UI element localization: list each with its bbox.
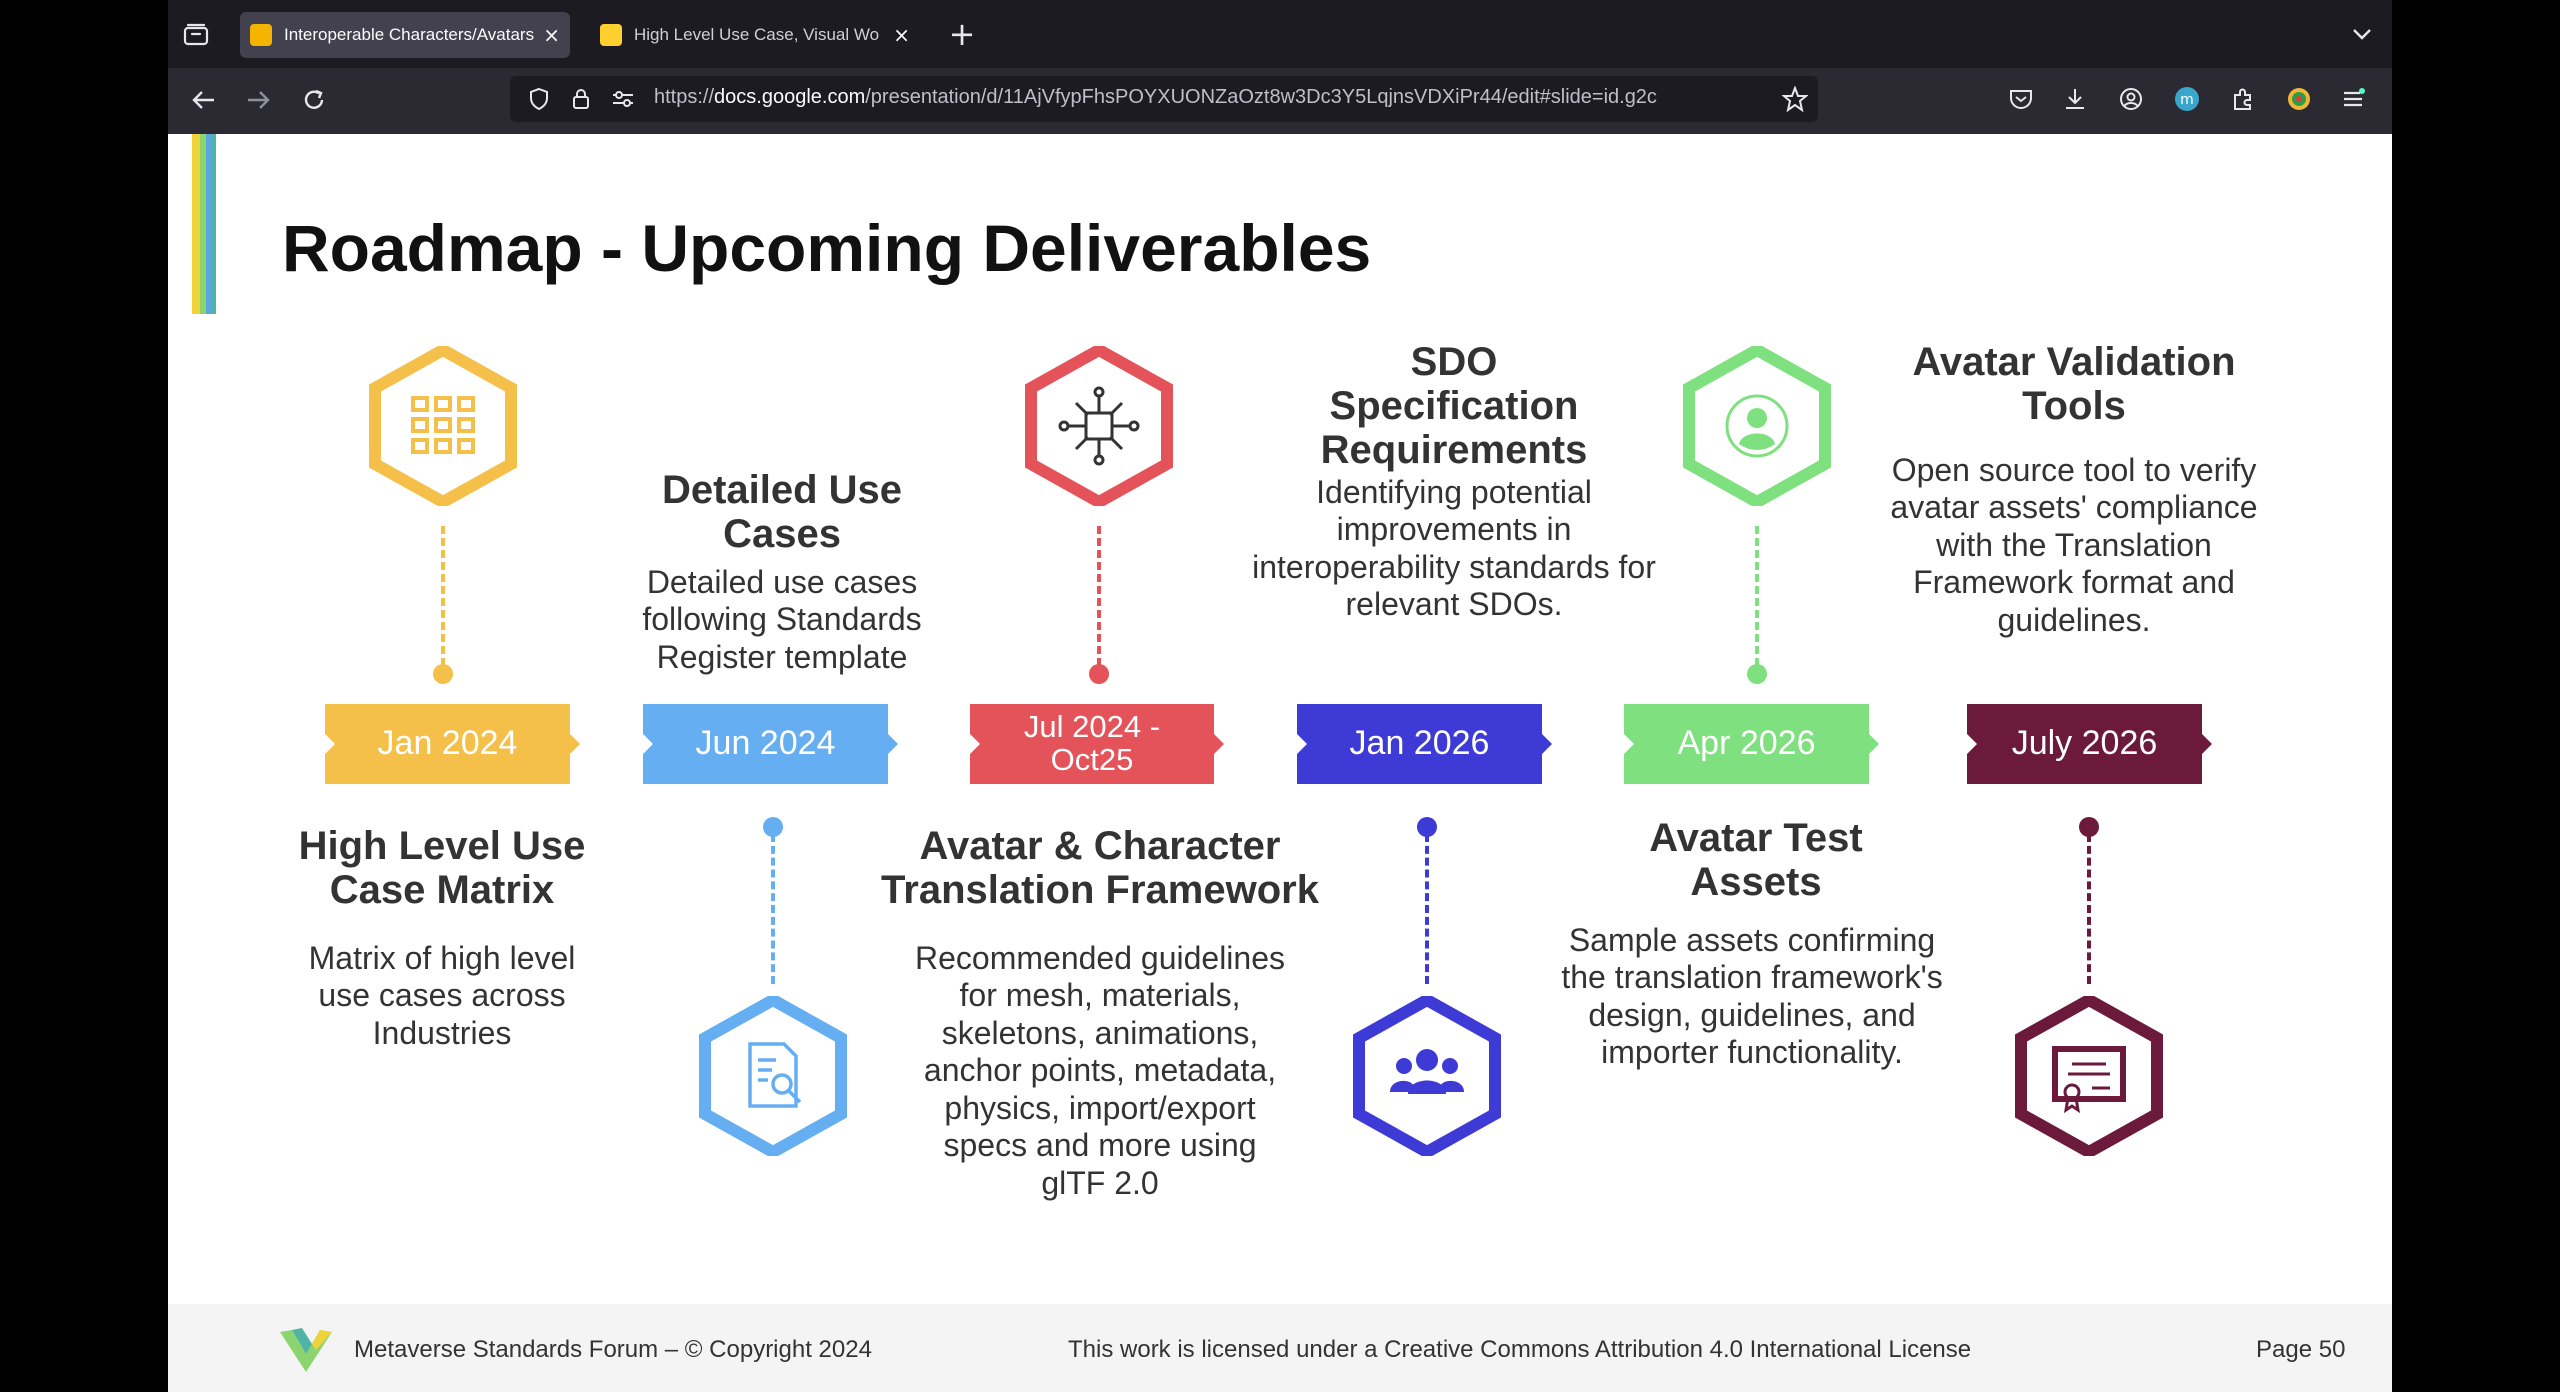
bookmark-star-icon[interactable] xyxy=(1778,82,1812,116)
accent-stripe-teal xyxy=(212,134,216,314)
address-bar[interactable] xyxy=(510,76,1818,122)
milestone-description: Matrix of high level use cases across In… xyxy=(308,940,576,1051)
footer-page-number: Page 50 xyxy=(2256,1336,2346,1363)
accent-stripe-blue xyxy=(206,134,212,314)
milestone-heading: Avatar Test Assets xyxy=(1649,816,1863,904)
group-icon xyxy=(1352,996,1502,1156)
url-prefix: https:// xyxy=(654,86,715,108)
milestone-heading: SDO Specification Requirements xyxy=(1320,340,1588,472)
reload-icon[interactable] xyxy=(296,82,332,118)
shield-icon[interactable] xyxy=(524,84,554,114)
miro-favicon-icon xyxy=(600,24,622,46)
milestone-description: Recommended guidelines for mesh, materia… xyxy=(915,940,1285,1201)
footer-license: This work is licensed under a Creative C… xyxy=(1068,1336,1972,1363)
close-tab-icon[interactable]: × xyxy=(543,23,560,47)
permissions-icon[interactable] xyxy=(608,84,638,114)
network-icon xyxy=(1024,346,1174,506)
chevron-down-icon[interactable] xyxy=(2344,16,2380,52)
menu-icon[interactable] xyxy=(2336,82,2370,116)
connector-line xyxy=(771,834,775,984)
milestone-description: Identifying potential improvements in in… xyxy=(1252,474,1656,623)
connector-line xyxy=(1097,526,1101,666)
milestone-heading: High Level Use Case Matrix xyxy=(298,824,586,912)
accent-stripe-yellow xyxy=(192,134,200,314)
extension-m-icon[interactable]: m xyxy=(2170,82,2204,116)
grid-icon xyxy=(368,346,518,506)
url-text[interactable]: https://docs.google.com/presentation/d/1… xyxy=(654,86,1764,109)
connector-dot xyxy=(1747,664,1767,684)
browser-tab[interactable]: High Level Use Case, Visual Wo × xyxy=(590,12,920,58)
connector-dot xyxy=(1089,664,1109,684)
milestone-description: Detailed use cases following Standards R… xyxy=(642,564,922,675)
connector-line xyxy=(2087,834,2091,984)
connector-line xyxy=(1755,526,1759,666)
download-icon[interactable] xyxy=(2058,82,2092,116)
pocket-icon[interactable] xyxy=(2004,82,2038,116)
date-tag-apr-2026: Apr 2026 xyxy=(1624,704,1879,784)
connector-line xyxy=(441,526,445,666)
extensions-puzzle-icon[interactable] xyxy=(2226,82,2260,116)
extension-colorful-icon[interactable] xyxy=(2282,82,2316,116)
browser-tab-active[interactable]: Interoperable Characters/Avatars × xyxy=(240,12,570,58)
tab-overview-icon[interactable] xyxy=(180,18,212,50)
footer-copyright: Metaverse Standards Forum – © Copyright … xyxy=(354,1336,872,1363)
connector-dot xyxy=(433,664,453,684)
back-icon[interactable] xyxy=(186,82,222,118)
tab-title: High Level Use Case, Visual Wo xyxy=(634,25,880,44)
lock-icon[interactable] xyxy=(566,84,596,114)
milestone-heading: Detailed Use Cases xyxy=(661,468,903,556)
url-host: docs.google.com xyxy=(714,86,866,108)
presentation-slide: Roadmap - Upcoming Deliverables Jan 2024… xyxy=(168,134,2392,1392)
footer-band xyxy=(168,1304,2392,1392)
metaverse-logo-icon xyxy=(276,1322,336,1378)
connector-dot xyxy=(763,817,783,837)
milestone-description: Open source tool to verify avatar assets… xyxy=(1890,452,2258,638)
forward-icon[interactable] xyxy=(240,82,276,118)
new-tab-button[interactable]: + xyxy=(948,15,976,53)
date-tag-jun-2024: Jun 2024 xyxy=(643,704,898,784)
date-tag-jan-2026: Jan 2026 xyxy=(1297,704,1552,784)
close-tab-icon[interactable]: × xyxy=(893,23,910,47)
svg-text:m: m xyxy=(2180,92,2194,108)
certificate-icon xyxy=(2014,996,2164,1156)
user-circle-icon xyxy=(1682,346,1832,506)
milestone-heading: Avatar Validation Tools xyxy=(1912,340,2236,428)
slides-favicon-icon xyxy=(250,24,272,46)
document-search-icon xyxy=(698,996,848,1156)
accent-stripe-green xyxy=(200,134,206,314)
connector-line xyxy=(1425,834,1429,984)
right-margin xyxy=(2392,0,2560,1392)
connector-dot xyxy=(2079,817,2099,837)
milestone-heading: Avatar & Character Translation Framework xyxy=(881,824,1319,912)
date-tag-july-2026: July 2026 xyxy=(1967,704,2212,784)
milestone-description: Sample assets confirming the translation… xyxy=(1561,922,1943,1071)
tab-title: Interoperable Characters/Avatars xyxy=(284,25,535,44)
slide-title: Roadmap - Upcoming Deliverables xyxy=(282,211,1372,285)
account-icon[interactable] xyxy=(2114,82,2148,116)
url-path: /presentation/d/11AjVfypFhsPOYXUONZaOzt8… xyxy=(865,86,1657,108)
connector-dot xyxy=(1417,817,1437,837)
date-tag-jan-2024: Jan 2024 xyxy=(325,704,580,784)
left-margin xyxy=(0,0,168,1392)
date-tag-jul-2024: Jul 2024 - Oct25 xyxy=(970,704,1224,784)
